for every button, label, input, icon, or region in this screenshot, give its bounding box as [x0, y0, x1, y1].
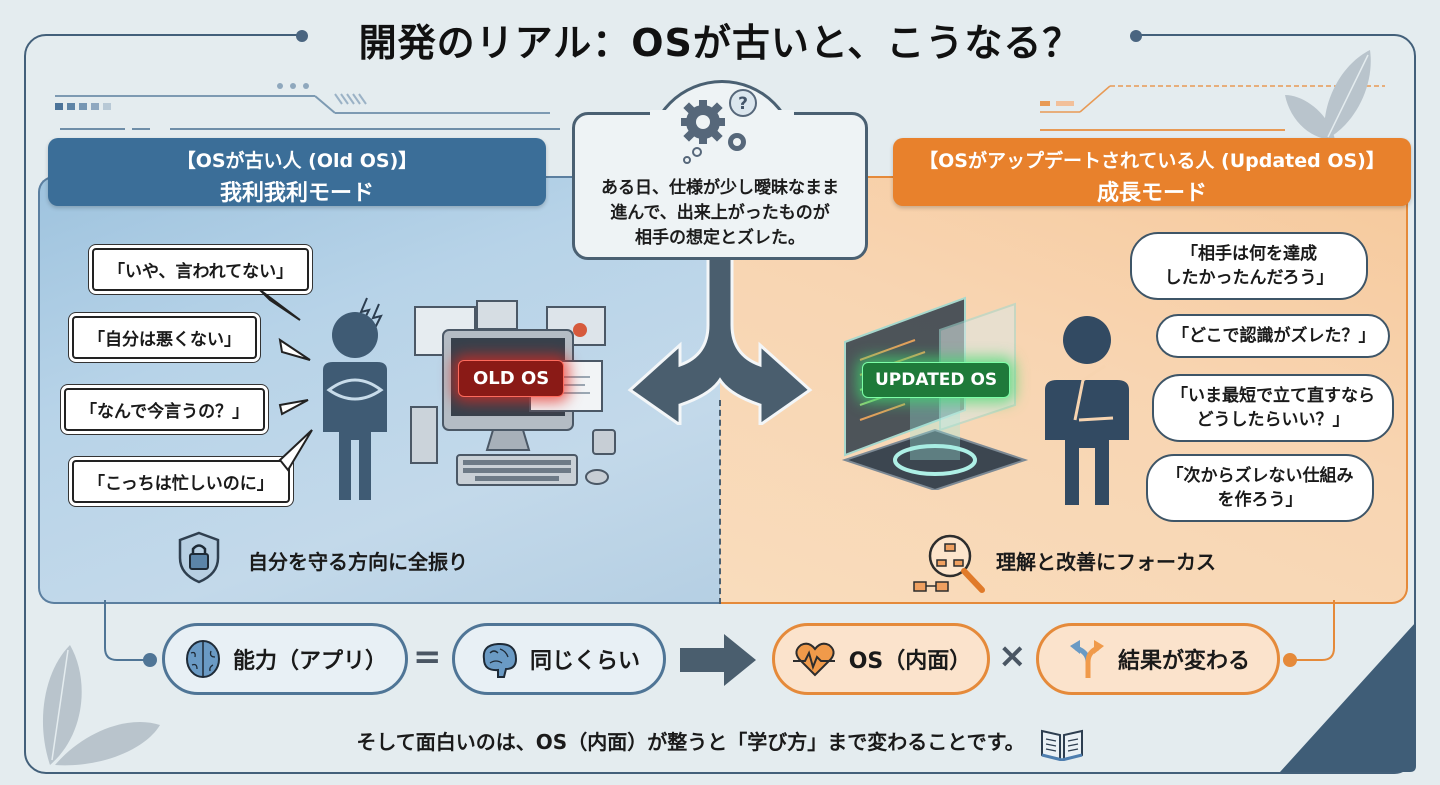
brain-icon	[185, 640, 220, 678]
reflection-line: を作ろう」	[1217, 490, 1303, 510]
panel-divider	[719, 400, 721, 604]
feather-decoration-bottom-left	[42, 645, 160, 766]
old-os-header-label: 【OSが古い人 (Old OS)】	[176, 150, 418, 172]
complaint-bubble: 「いや、言われてない」	[92, 248, 310, 291]
updated-os-mode-label: 成長モード	[1096, 181, 1207, 206]
reflection-line: どうしたらいい？」	[1196, 410, 1350, 430]
old-os-header: 【OSが古い人 (Old OS)】 我利我利モード	[48, 138, 546, 206]
center-bubble-text: ある日、仕様が少し曖昧なまま 進んで、出来上がったものが 相手の想定とズレた。	[572, 176, 868, 251]
reflection-line: 「どこで認識がズレた？」	[1172, 326, 1376, 346]
formula-ability: 能力（アプリ）	[162, 623, 408, 695]
updated-os-header-label: 【OSがアップデートされている人 (Updated OS)】	[919, 150, 1385, 172]
updated-os-badge: UPDATED OS	[862, 362, 1011, 398]
center-line-2: 進んで、出来上がったものが	[610, 203, 830, 223]
formula-ability-label: 能力（アプリ）	[232, 649, 387, 674]
center-line-1: ある日、仕様が少し曖昧なまま	[601, 178, 839, 198]
magnifier-flowchart-icon	[913, 534, 985, 593]
person-arms-crossed-icon	[323, 297, 387, 500]
formula-os-label: OS（内面）	[848, 649, 972, 674]
reflection-bubble: 「どこで認識がズレた？」	[1156, 314, 1390, 358]
corner-triangle-decoration	[1280, 622, 1416, 772]
bubble-tails	[259, 289, 313, 472]
frame-dot-right	[1130, 30, 1142, 42]
split-arrow-icon	[627, 255, 813, 425]
arrow-right-icon	[680, 634, 756, 686]
heart-pulse-icon	[792, 642, 835, 677]
frame-gap	[300, 28, 1140, 42]
complaint-bubble: 「自分は悪くない」	[72, 316, 257, 359]
footer-text: そして面白いのは、OS（内面）が整うと「学び方」まで変わることです。	[356, 730, 1025, 754]
updated-os-header: 【OSがアップデートされている人 (Updated OS)】 成長モード	[893, 138, 1411, 206]
center-line-3: 相手の想定とズレた。	[635, 228, 805, 248]
shield-lock-icon	[178, 531, 220, 584]
svg-text:?: ?	[738, 94, 748, 114]
reflection-line: したかったんだろう」	[1164, 268, 1334, 288]
page-title: 開発のリアル：OSが古いと、こうなる？	[358, 21, 1082, 65]
reflection-bubble: 「いま最短で立て直すなら どうしたらいい？」	[1152, 374, 1394, 442]
complaint-bubble: 「こっちは忙しいのに」	[72, 460, 290, 503]
brain-side-icon	[482, 642, 517, 678]
open-book-icon	[1040, 729, 1083, 762]
formula-result: 結果が変わる	[1036, 623, 1280, 695]
center-bubble-join	[650, 110, 794, 120]
footer-message: そして面白いのは、OS（内面）が整うと「学び方」まで変わることです。	[0, 726, 1440, 762]
complaint-bubble: 「なんで今言うの？」	[64, 388, 266, 431]
equals-sign: =	[413, 637, 442, 677]
connector-right	[1283, 600, 1335, 667]
reflection-bubble: 「相手は何を達成 したかったんだろう」	[1130, 232, 1368, 300]
decor-lines-right	[1040, 85, 1385, 131]
feather-decoration-top-right	[1285, 50, 1371, 140]
formula-same: 同じくらい	[452, 623, 666, 695]
old-os-feature-text: 自分を守る方向に全振り	[248, 550, 468, 574]
reflection-bubble: 「次からズレない仕組み を作ろう」	[1146, 454, 1374, 522]
multiply-sign: ×	[998, 636, 1027, 676]
formula-same-label: 同じくらい	[529, 649, 640, 674]
formula-os: OS（内面）	[772, 623, 990, 695]
formula-result-label: 結果が変わる	[1117, 649, 1250, 674]
frame-dot-left	[296, 30, 308, 42]
connector-left	[104, 600, 157, 667]
decor-lines-left	[55, 83, 560, 130]
old-os-mode-label: 我利我利モード	[219, 181, 374, 206]
person-thinking-icon	[1045, 316, 1129, 505]
reflection-line: 「いま最短で立て直すなら	[1171, 386, 1375, 406]
reflection-line: 「次からズレない仕組み	[1166, 466, 1354, 486]
old-os-badge: OLD OS	[458, 360, 565, 397]
branching-arrows-icon	[1069, 640, 1104, 678]
gears-question-icon: ?	[681, 89, 757, 164]
updated-os-feature-text: 理解と改善にフォーカス	[996, 550, 1216, 574]
reflection-line: 「相手は何を達成	[1181, 244, 1317, 264]
